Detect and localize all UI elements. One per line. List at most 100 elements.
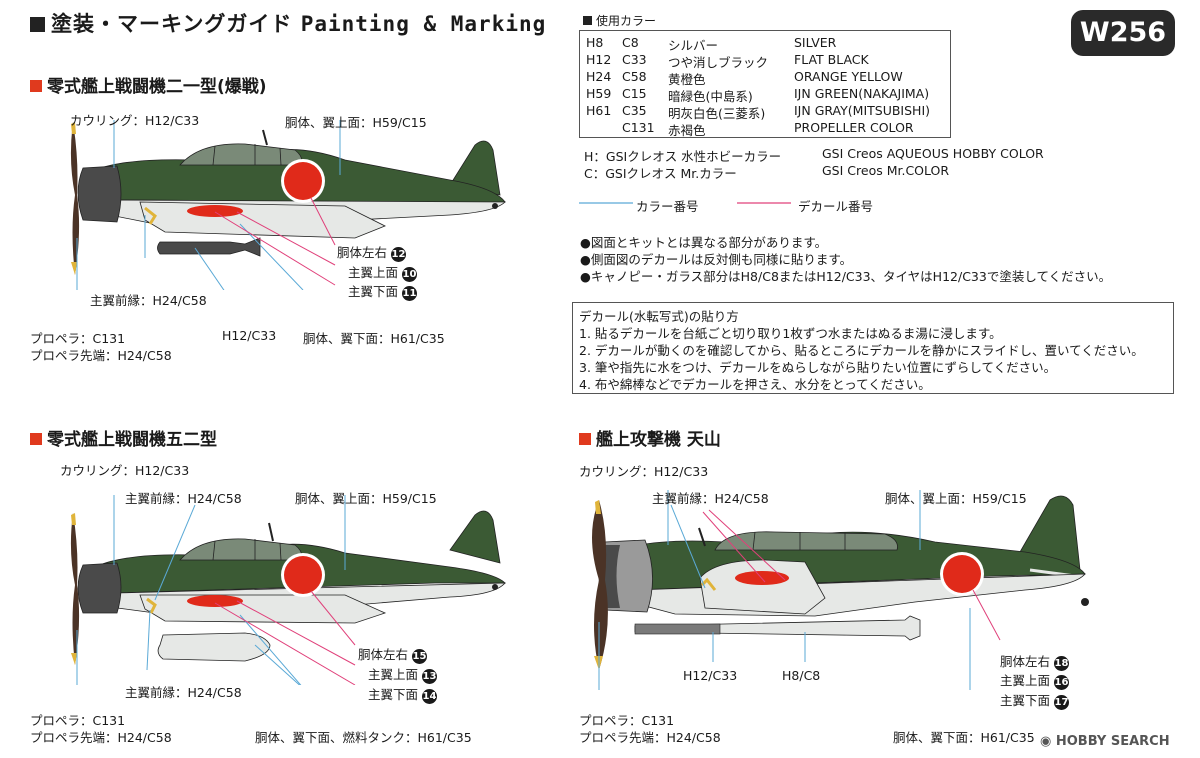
- label-lower-surface: 胴体、翼下面、燃料タンク：H61/C35: [255, 730, 472, 745]
- zero-52-illustration: [70, 495, 506, 685]
- decal-step: 3. 筆や指先に水をつけ、デカールをぬらしながら貼りたい位置にずらしてください。: [579, 360, 1057, 375]
- decal-label: 胴体左右: [1000, 654, 1051, 669]
- color-jp: 明灰白色(三菱系): [668, 106, 766, 121]
- label-propeller: プロペラ：C131: [30, 331, 126, 346]
- decal-label: 主翼上面: [1000, 673, 1051, 688]
- color-en: ORANGE YELLOW: [794, 69, 903, 84]
- color-jp: 暗緑色(中島系): [668, 89, 753, 104]
- watermark: ◉ HOBBY SEARCH: [1040, 734, 1170, 749]
- title-jp: 塗装・マーキングガイド: [51, 12, 293, 36]
- color-c: C33: [622, 52, 647, 67]
- red-square-icon: [30, 80, 42, 92]
- colors-used-heading-text: 使用カラー: [596, 14, 657, 28]
- color-h: H8: [586, 35, 604, 50]
- label-cowling: カウリング：H12/C33: [579, 464, 709, 479]
- note-item: ●キャノピー・ガラス部分はH8/C8またはH12/C33、タイヤはH12/C33…: [580, 269, 1112, 284]
- decal-number-badge: 14: [422, 689, 438, 704]
- note-item: ●側面図のデカールは反対側も同様に貼ります。: [580, 252, 853, 267]
- label-leading-edge: 主翼前縁：H24/C58: [90, 293, 207, 308]
- decal-number-badge: 10: [402, 267, 418, 282]
- product-code-badge: W256: [1071, 10, 1175, 56]
- watermark-text: HOBBY SEARCH: [1055, 734, 1170, 749]
- decal-number-badge: 11: [402, 286, 418, 301]
- zero-21-illustration: [70, 120, 506, 290]
- color-jp: シルバー: [668, 38, 719, 53]
- color-c: C8: [622, 35, 639, 50]
- line-legend-svg: [579, 202, 791, 204]
- decal-label: 主翼下面: [348, 284, 399, 299]
- decal-instructions-box: デカール(水転写式)の貼り方 1. 貼るデカールを台紙ごと切り取り1枚ずつ水また…: [572, 302, 1174, 394]
- label-upper-surface: 胴体、翼上面：H59/C15: [885, 491, 1027, 506]
- label-leading-edge-top: 主翼前縁：H24/C58: [652, 491, 769, 506]
- page-title: 塗装・マーキングガイド Painting & Marking: [30, 8, 546, 38]
- decal-label: 胴体左右: [358, 647, 409, 662]
- color-h: H59: [586, 86, 612, 101]
- label-upper-surface: 胴体、翼上面：H59/C15: [295, 491, 437, 506]
- label-propeller-tip: プロペラ先端：H24/C58: [579, 730, 721, 745]
- label-propeller-tip: プロペラ先端：H24/C58: [30, 730, 172, 745]
- label-torpedo-silver: H8/C8: [782, 668, 821, 683]
- heading-square-icon: [583, 16, 592, 25]
- title-square-icon: [30, 17, 45, 32]
- note-item: ●図面とキットとは異なる部分があります。: [580, 235, 828, 250]
- aircraft-2-title-text: 零式艦上戦闘機五二型: [47, 430, 217, 450]
- label-propeller: プロペラ：C131: [579, 713, 675, 728]
- decal-label: 主翼下面: [368, 687, 419, 702]
- label-torpedo-black: H12/C33: [683, 668, 738, 683]
- decal-step: 2. デカールが動くのを確認してから、貼るところにデカールを静かにスライドし、置…: [579, 343, 1144, 358]
- decal-number-badge: 15: [412, 649, 428, 664]
- color-c: C15: [622, 86, 647, 101]
- color-en: FLAT BLACK: [794, 52, 869, 67]
- aircraft-2-title: 零式艦上戦闘機五二型: [30, 425, 217, 450]
- color-en: IJN GRAY(MITSUBISHI): [794, 103, 931, 118]
- decal-label: 主翼上面: [348, 265, 399, 280]
- decal-number-legend: デカール番号: [798, 199, 874, 214]
- label-bomb: H12/C33: [222, 328, 277, 343]
- red-square-icon: [579, 433, 591, 445]
- label-leading-edge: 主翼前縁：H24/C58: [125, 685, 242, 700]
- color-c: C35: [622, 103, 647, 118]
- color-jp: つや消しブラック: [668, 55, 769, 70]
- decal-number-badge: 18: [1054, 656, 1070, 671]
- decal-label: 主翼上面: [368, 667, 419, 682]
- label-leading-edge-top: 主翼前縁：H24/C58: [125, 491, 242, 506]
- decal-instructions-title: デカール(水転写式)の貼り方: [579, 309, 739, 324]
- aircraft-1-title-text: 零式艦上戦闘機二一型(爆戦): [47, 77, 267, 97]
- decal-step: 1. 貼るデカールを台紙ごと切り取り1枚ずつ水またはぬるま湯に浸します。: [579, 326, 1002, 341]
- decal-number-badge: 13: [422, 669, 438, 684]
- color-en: PROPELLER COLOR: [794, 120, 914, 135]
- decal-label: 主翼下面: [1000, 693, 1051, 708]
- brand-c-jp: C：GSIクレオス Mr.カラー: [584, 166, 737, 181]
- label-cowling: カウリング：H12/C33: [70, 113, 200, 128]
- brand-h-en: GSI Creos AQUEOUS HOBBY COLOR: [822, 146, 1044, 161]
- watermark-logo-icon: ◉: [1040, 734, 1056, 749]
- label-lower-surface: 胴体、翼下面：H61/C35: [303, 331, 445, 346]
- tenzan-illustration: [592, 490, 1089, 690]
- brand-c-en: GSI Creos Mr.COLOR: [822, 163, 950, 178]
- aircraft-3-title: 艦上攻撃機 天山: [579, 425, 721, 450]
- color-c: C131: [622, 120, 655, 135]
- color-h: H12: [586, 52, 612, 67]
- label-cowling: カウリング：H12/C33: [60, 463, 190, 478]
- color-h: H24: [586, 69, 612, 84]
- color-jp: 赤褐色: [668, 123, 706, 138]
- color-h: H61: [586, 103, 612, 118]
- color-number-legend: カラー番号: [636, 199, 699, 214]
- aircraft-1-title: 零式艦上戦闘機二一型(爆戦): [30, 72, 267, 97]
- label-propeller-tip: プロペラ先端：H24/C58: [30, 348, 172, 363]
- brand-h-jp: H：GSIクレオス 水性ホビーカラー: [584, 149, 782, 164]
- title-en: Painting & Marking: [300, 12, 547, 36]
- label-propeller: プロペラ：C131: [30, 713, 126, 728]
- color-en: IJN GREEN(NAKAJIMA): [794, 86, 930, 101]
- colors-used-heading: 使用カラー: [583, 12, 656, 29]
- decal-number-badge: 17: [1054, 695, 1070, 710]
- decal-number-badge: 16: [1054, 675, 1070, 690]
- aircraft-3-title-text: 艦上攻撃機 天山: [596, 430, 721, 450]
